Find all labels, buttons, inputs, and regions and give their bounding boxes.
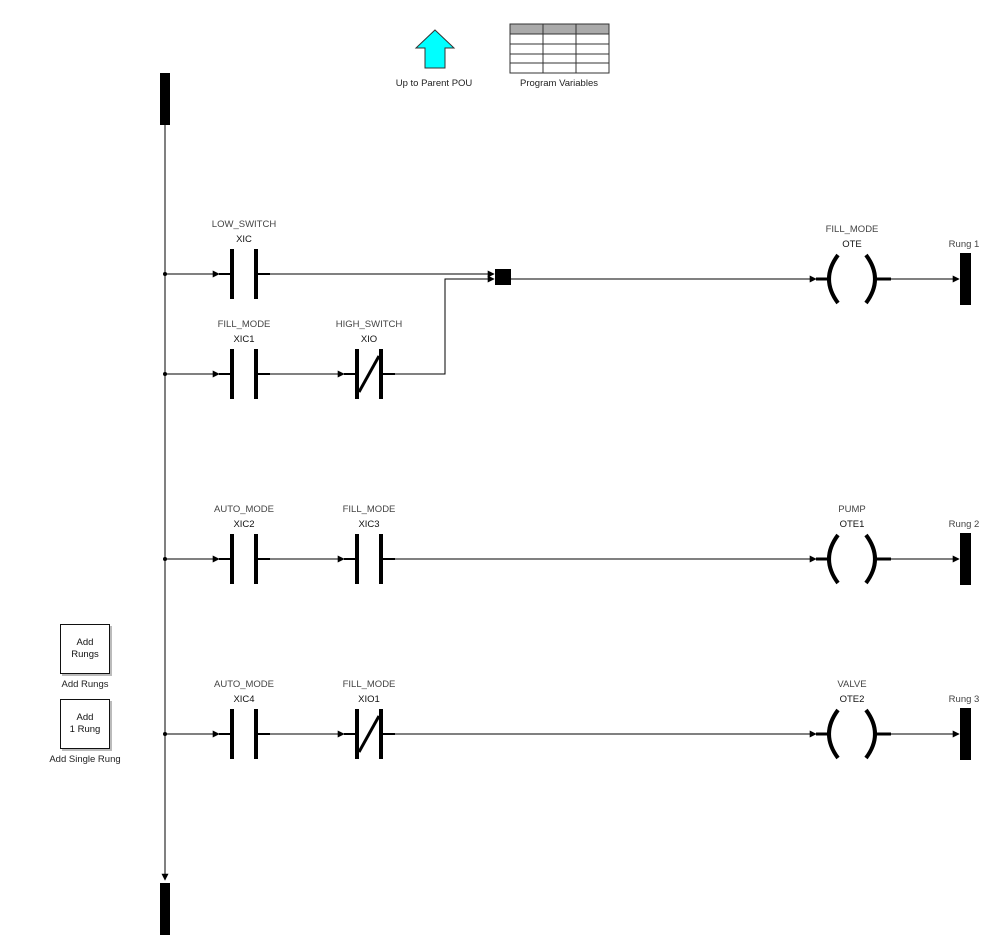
coil-variable-label: VALVE	[837, 679, 867, 690]
add-rungs-button-text: Add Rungs	[71, 637, 99, 660]
contact-type-label: XIC4	[233, 694, 255, 705]
rung-label: Rung 3	[948, 694, 980, 705]
coil-variable-label: FILL_MODE	[825, 224, 879, 235]
coil-type-label: OTE	[842, 239, 862, 250]
contact-variable-label: FILL_MODE	[217, 319, 271, 330]
add-single-rung-button-text: Add 1 Rung	[69, 712, 101, 735]
variables-table-icon[interactable]	[509, 23, 610, 74]
coil-variable-label: PUMP	[838, 504, 866, 515]
add-rungs-caption: Add Rungs	[61, 679, 109, 690]
contact-type-label: XIC2	[233, 519, 255, 530]
contact-type-label: XIC1	[233, 334, 255, 345]
contact-no-auto-mode[interactable]	[219, 534, 270, 584]
program-variables-label[interactable]: Program Variables	[520, 78, 598, 89]
contact-type-label: XIC	[236, 234, 252, 245]
coil-type-label: OTE1	[839, 519, 865, 530]
contact-variable-label: FILL_MODE	[342, 679, 396, 690]
add-single-rung-caption: Add Single Rung	[49, 754, 121, 765]
add-single-rung-button[interactable]: Add 1 Rung	[60, 699, 110, 749]
contact-variable-label: HIGH_SWITCH	[335, 319, 403, 330]
contact-nc-high-switch[interactable]	[344, 349, 395, 399]
rung-1-terminal[interactable]	[960, 253, 971, 305]
contact-type-label: XIC3	[358, 519, 380, 530]
contact-variable-label: LOW_SWITCH	[211, 219, 277, 230]
up-arrow-icon[interactable]	[414, 29, 456, 69]
contact-variable-label: AUTO_MODE	[213, 504, 275, 515]
rung-3-terminal[interactable]	[960, 708, 971, 760]
wire	[395, 275, 495, 375]
coil-pump[interactable]	[816, 533, 891, 585]
rung-label: Rung 2	[948, 519, 980, 530]
coil-fill-mode[interactable]	[816, 253, 891, 305]
or-junction-block[interactable]	[495, 269, 511, 285]
up-to-parent-label[interactable]: Up to Parent POU	[395, 78, 473, 89]
left-rail-top-terminal[interactable]	[160, 73, 170, 125]
rung-2-terminal[interactable]	[960, 533, 971, 585]
coil-type-label: OTE2	[839, 694, 865, 705]
rung-label: Rung 1	[948, 239, 980, 250]
add-rungs-button[interactable]: Add Rungs	[60, 624, 110, 674]
contact-type-label: XIO	[360, 334, 378, 345]
contact-no-auto-mode-2[interactable]	[219, 709, 270, 759]
contact-no-fill-mode-2[interactable]	[344, 534, 395, 584]
contact-no-low-switch[interactable]	[219, 249, 270, 299]
left-rail-bottom-terminal[interactable]	[160, 883, 170, 935]
contact-no-fill-mode-1[interactable]	[219, 349, 270, 399]
contact-nc-fill-mode[interactable]	[344, 709, 395, 759]
contact-variable-label: AUTO_MODE	[213, 679, 275, 690]
contact-type-label: XIO1	[358, 694, 380, 705]
coil-valve[interactable]	[816, 708, 891, 760]
contact-variable-label: FILL_MODE	[342, 504, 396, 515]
